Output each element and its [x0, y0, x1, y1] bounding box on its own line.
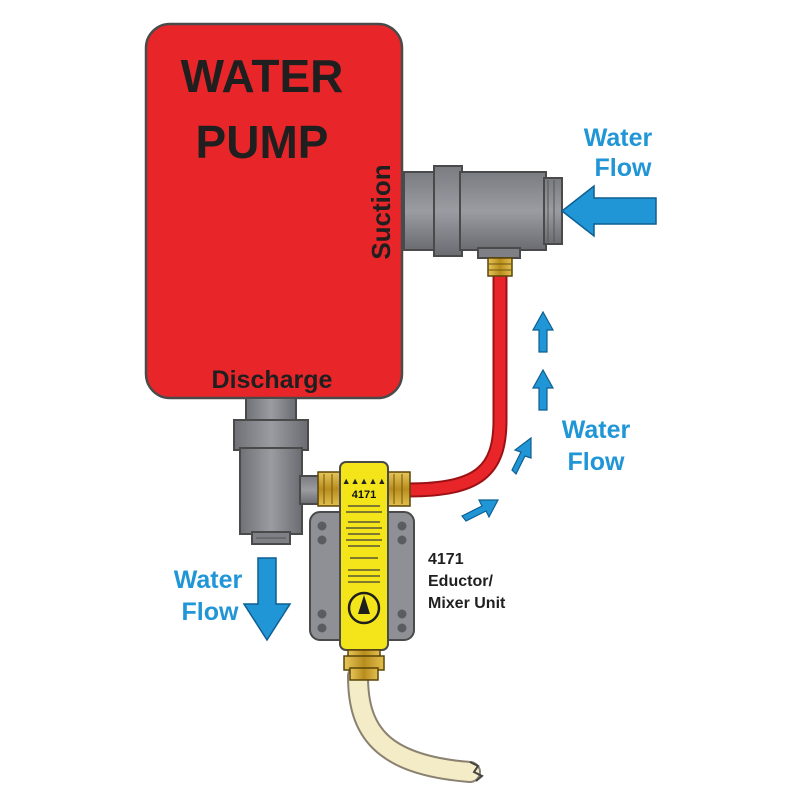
bypass-flow-label-line1: Water	[562, 416, 631, 444]
chemical-suction-tube	[347, 665, 484, 783]
eductor-unit: ▲▲▲▲▲ 4171	[309, 461, 415, 681]
outlet-flow-label-line2: Flow	[182, 598, 239, 626]
outlet-flow-label-line1: Water	[174, 566, 243, 594]
eductor-caption-line1: 4171	[428, 551, 464, 568]
bypass-arrow-2	[531, 368, 555, 411]
pump-title-line1: WATER	[181, 50, 344, 102]
eductor-caption: 4171 Eductor/ Mixer Unit	[428, 551, 506, 612]
bypass-arrow-3	[511, 436, 532, 476]
inlet-flow-arrow	[560, 184, 657, 238]
eductor-caption-line3: Mixer Unit	[428, 595, 506, 612]
eductor-model-label: 4171	[352, 489, 376, 501]
eductor-fine-print	[346, 505, 382, 583]
inlet-flow-label-line2: Flow	[595, 154, 652, 182]
red-bypass-hose	[400, 262, 508, 498]
bypass-flow-label-line2: Flow	[568, 448, 625, 476]
dial-pointer-icon	[358, 595, 370, 614]
discharge-pipe	[233, 397, 321, 545]
suction-brass-fitting	[487, 257, 513, 277]
bypass-flow-arrows	[461, 310, 555, 522]
water-pump: WATER PUMP Suction Discharge	[144, 22, 404, 400]
suction-label: Suction	[366, 164, 396, 259]
outlet-flow-arrow	[242, 557, 292, 642]
suction-pipe	[403, 165, 563, 259]
bypass-arrow-4	[461, 499, 499, 522]
inlet-flow-label-line1: Water	[584, 124, 653, 152]
eductor-brand-text: ▲▲▲▲▲	[342, 476, 387, 486]
discharge-label: Discharge	[212, 366, 333, 394]
pump-title-line2: PUMP	[196, 116, 329, 168]
eductor-caption-line2: Eductor/	[428, 573, 493, 590]
bypass-arrow-1	[531, 310, 555, 353]
